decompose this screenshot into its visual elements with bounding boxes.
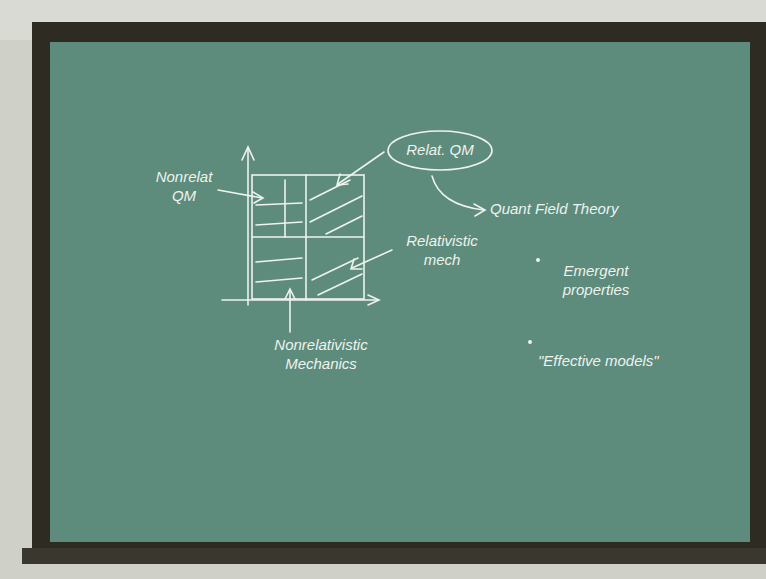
chalk-label: Relativistic mech	[396, 232, 488, 270]
ellipse-outline	[388, 131, 492, 170]
circled-term: Relat. QM	[386, 129, 494, 172]
chalk-label: Nonrelat QM	[148, 168, 220, 206]
bullet-dot	[536, 258, 540, 262]
chalk-tray	[22, 548, 766, 564]
chalk-label: "Effective models"	[538, 352, 718, 371]
node-text: Relat. QM	[406, 141, 474, 160]
chalkboard	[50, 42, 750, 542]
chalk-label: Emergent properties	[546, 262, 646, 300]
board-frame	[32, 22, 766, 562]
chalk-label: Quant Field Theory	[490, 200, 660, 219]
chalk-label: Nonrelativistic Mechanics	[262, 336, 380, 374]
bullet-dot	[528, 340, 532, 344]
